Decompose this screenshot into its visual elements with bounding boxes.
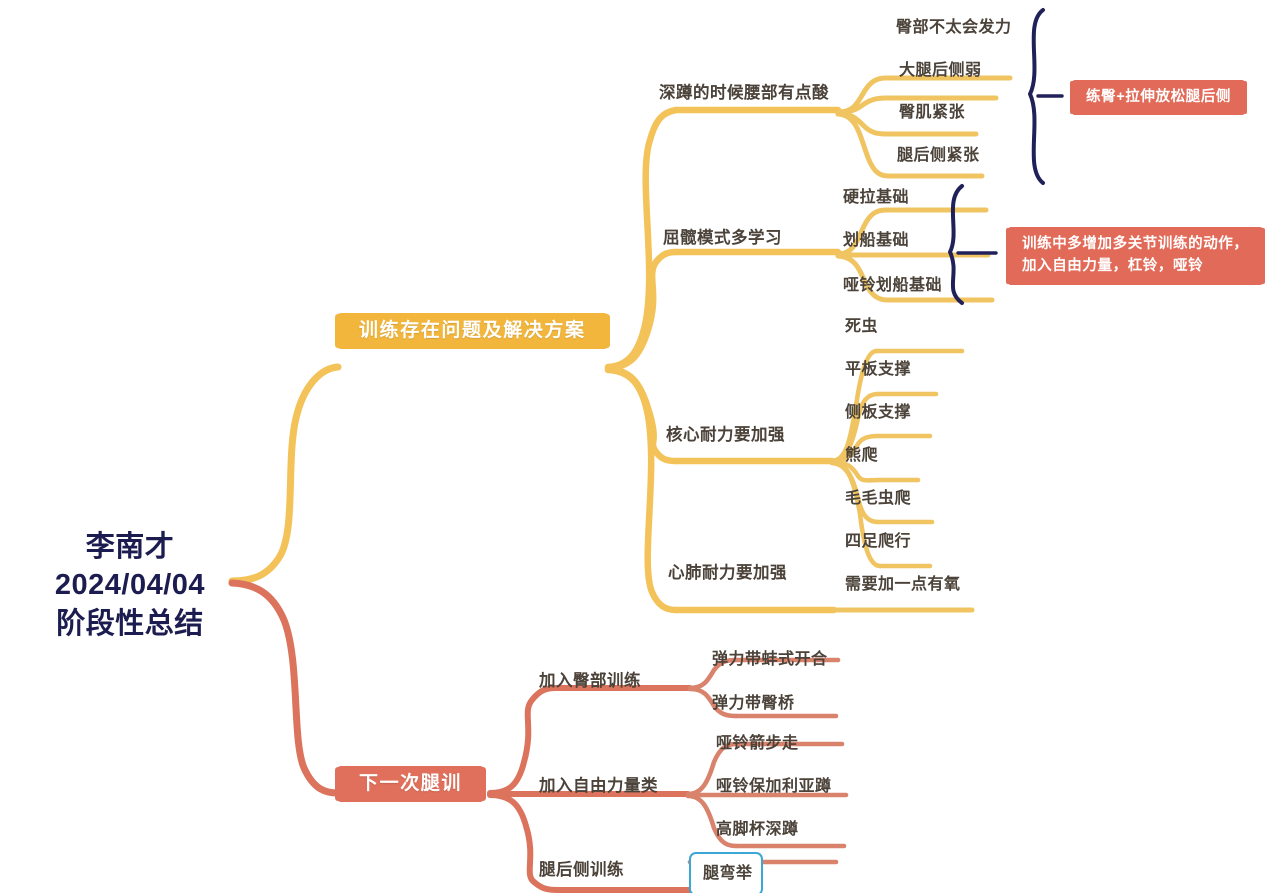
root-line-1: 李南才 (85, 531, 175, 563)
subtopic-cardio-endurance[interactable]: 心肺耐力要加强 (668, 564, 787, 582)
subtopic-squat-lowback-sore[interactable]: 深蹲的时候腰部有点酸 (659, 84, 829, 102)
leaf-leg-curl-selected[interactable]: 腿弯举 (689, 852, 763, 893)
leaf-plank[interactable]: 平板支撑 (845, 361, 912, 378)
leaf-hamstring-weak[interactable]: 大腿后侧弱 (899, 62, 982, 79)
leaf-quadruped-crawl[interactable]: 四足爬行 (845, 533, 912, 550)
leaf-row-basics[interactable]: 划船基础 (843, 232, 910, 249)
leaf-dumbbell-bulgarian-split-squat[interactable]: 哑铃保加利亚蹲 (716, 778, 832, 795)
subtopic-core-endurance[interactable]: 核心耐力要加强 (666, 426, 785, 444)
leaf-add-cardio[interactable]: 需要加一点有氧 (845, 576, 961, 593)
leaf-leg-curl-label: 腿弯举 (703, 865, 753, 882)
root-line-2: 2024/04/04 (54, 569, 206, 602)
leaf-band-clamshell[interactable]: 弹力带蚌式开合 (712, 651, 828, 668)
root-line-3: 阶段性总结 (56, 607, 204, 640)
leaf-side-plank[interactable]: 侧板支撑 (845, 404, 912, 421)
leaf-band-glute-bridge[interactable]: 弹力带臀桥 (712, 695, 795, 712)
leaf-dead-bug[interactable]: 死虫 (845, 318, 879, 335)
topic-next-leg-day[interactable]: 下一次腿训 (337, 766, 485, 802)
leaf-glute-activation[interactable]: 臀部不太会发力 (896, 19, 1012, 36)
callout-compound-free-weights[interactable]: 训练中多增加多关节训练的动作， 加入自由力量，杠铃，哑铃 (1008, 227, 1263, 285)
subtopic-hip-hinge-learning[interactable]: 屈髋模式多学习 (663, 229, 782, 247)
leaf-deadlift-basics[interactable]: 硬拉基础 (843, 189, 910, 206)
subtopic-hamstring-training[interactable]: 腿后侧训练 (539, 861, 624, 879)
topic-training-problems[interactable]: 训练存在问题及解决方案 (337, 313, 608, 349)
leaf-dumbbell-lunge-walk[interactable]: 哑铃箭步走 (716, 735, 799, 752)
leaf-posterior-leg-tight[interactable]: 腿后侧紧张 (897, 147, 980, 164)
leaf-glute-tight[interactable]: 臀肌紧张 (899, 104, 966, 121)
callout-glute-training-stretch[interactable]: 练臀+拉伸放松腿后侧 (1072, 80, 1245, 116)
callout-line-2: 加入自由力量，杠铃，哑铃 (1022, 258, 1204, 275)
subtopic-add-free-weights[interactable]: 加入自由力量类 (539, 777, 658, 795)
leaf-goblet-squat[interactable]: 高脚杯深蹲 (716, 821, 799, 838)
leaf-inchworm[interactable]: 毛毛虫爬 (845, 490, 912, 507)
root-node[interactable]: 李南才 2024/04/04 阶段性总结 (30, 528, 230, 643)
leaf-dumbbell-row-basics[interactable]: 哑铃划船基础 (843, 277, 943, 294)
leaf-bear-crawl[interactable]: 熊爬 (845, 447, 879, 464)
subtopic-add-glute-training[interactable]: 加入臀部训练 (539, 672, 641, 690)
callout-line-1: 训练中多增加多关节训练的动作， (1022, 236, 1249, 252)
